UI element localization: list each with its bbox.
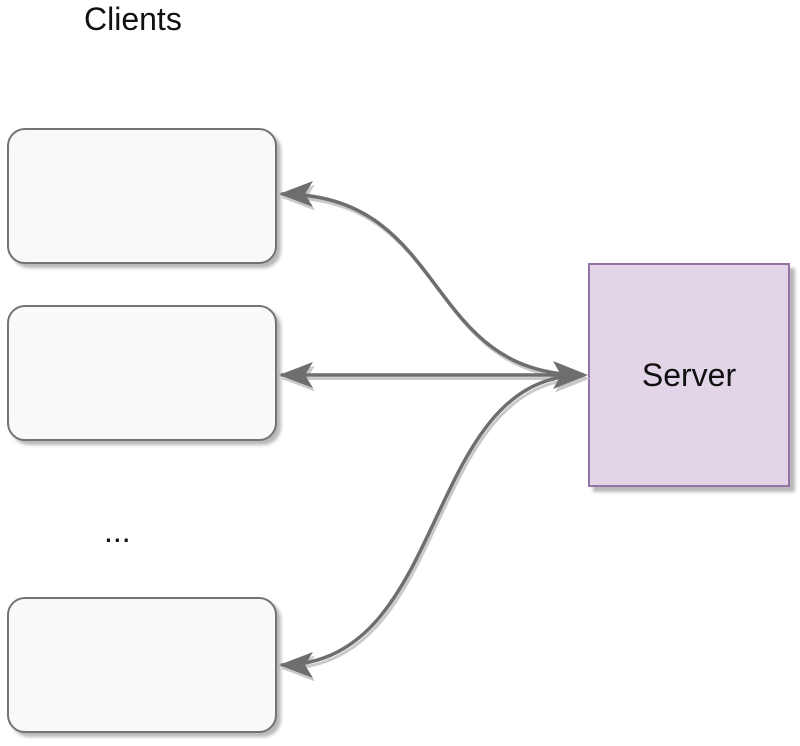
client-node-2 bbox=[7, 305, 277, 441]
arrowhead-server-highlight bbox=[555, 364, 590, 393]
connector-highlights bbox=[281, 184, 590, 682]
connector-client3-server-highlight bbox=[282, 377, 587, 670]
client-node-3 bbox=[7, 597, 277, 733]
connector-client1-server-highlight bbox=[282, 196, 587, 380]
arrowhead-client1 bbox=[279, 181, 313, 207]
arrowhead-server bbox=[553, 361, 588, 389]
arrowhead-client2 bbox=[279, 362, 313, 388]
arrowhead-client3-highlight bbox=[281, 655, 315, 682]
clients-title: Clients bbox=[84, 1, 182, 37]
server-node: Server bbox=[588, 263, 790, 487]
arrowhead-client3 bbox=[279, 652, 313, 678]
arrowhead-client2-highlight bbox=[281, 365, 315, 392]
connector-client3-server bbox=[280, 373, 585, 667]
arrowhead-client1-highlight bbox=[281, 184, 315, 211]
client-node-1 bbox=[7, 128, 277, 264]
ellipsis-label: ... bbox=[104, 513, 131, 549]
connector-client1-server bbox=[280, 192, 585, 377]
server-label: Server bbox=[641, 356, 737, 393]
